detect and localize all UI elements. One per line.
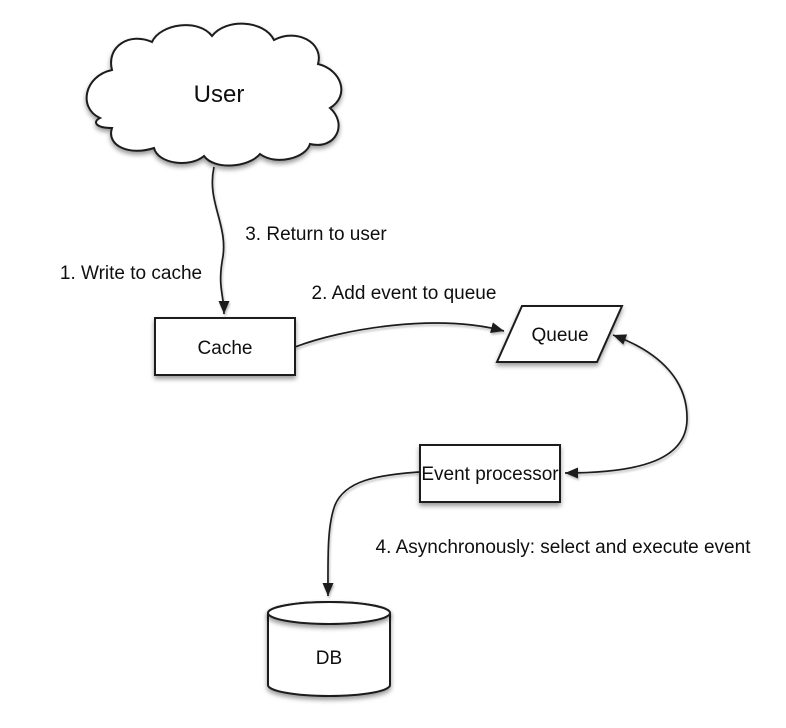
cache-rect <box>154 317 296 376</box>
node-queue-label: Queue <box>531 325 588 346</box>
db-cylinder-top <box>267 601 391 625</box>
edge-label-add-event-to-queue: 2. Add event to queue <box>312 283 497 304</box>
node-db: DB <box>267 601 391 697</box>
edge-queue-to-event-processor <box>564 334 688 479</box>
node-user: User <box>85 22 343 167</box>
node-cache: Cache <box>154 317 296 376</box>
node-cache-label: Cache <box>198 338 253 359</box>
edge-label-return-to-user: 3. Return to user <box>245 224 387 245</box>
node-event-processor-label: Event processor <box>421 464 559 485</box>
edge-labels-group: 1. Write to cache 2. Add event to queue … <box>60 224 751 558</box>
node-queue: Queue <box>495 305 624 363</box>
event-processor-rect <box>419 444 561 503</box>
edges-group <box>211 166 688 597</box>
node-user-label: User <box>194 81 245 108</box>
edge-cache-to-queue <box>294 322 505 348</box>
node-db-label: DB <box>316 648 342 669</box>
cloud-shape <box>85 22 343 167</box>
queue-parallelogram <box>495 305 624 363</box>
edge-label-write-to-cache: 1. Write to cache <box>60 263 202 284</box>
edge-label-asynchronously-select-execute: 4. Asynchronously: select and execute ev… <box>376 537 752 558</box>
nodes-group: User Cache Queue Event processor DB <box>85 22 624 697</box>
node-event-processor: Event processor <box>419 444 561 503</box>
edge-user-to-cache <box>211 166 230 315</box>
edge-event-processor-to-db <box>322 471 420 597</box>
